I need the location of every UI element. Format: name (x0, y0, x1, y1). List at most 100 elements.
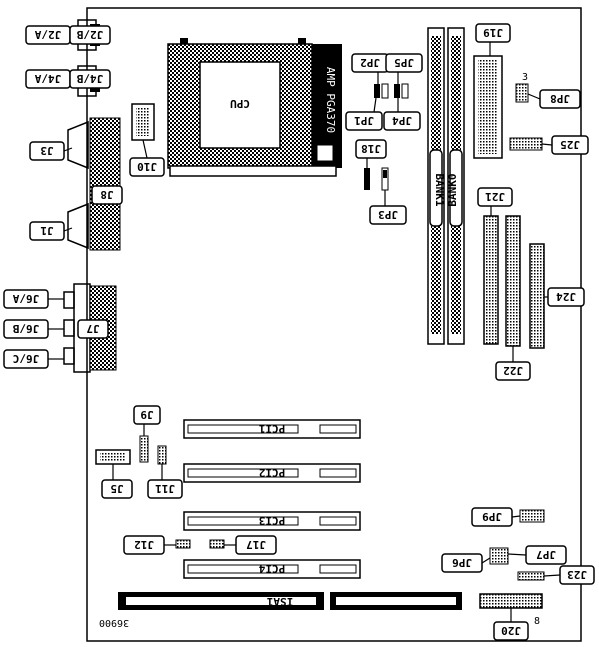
callout-jp1: JP1 (345, 97, 383, 131)
callout-label-j1: J1 (40, 224, 54, 237)
callout-leader-j23 (543, 574, 561, 577)
board-outline (86, 7, 582, 642)
callout-label-j18: J18 (361, 142, 381, 155)
callout-label-jp5: JP5 (394, 56, 414, 69)
j17-header (209, 539, 225, 549)
callout-label-jp6: JP6 (452, 556, 472, 569)
j11-header (157, 445, 167, 465)
j12-header (175, 539, 191, 549)
callout-j6a: J6/A (3, 289, 64, 309)
j21-header (483, 215, 499, 345)
callout-label-j7: J7 (86, 322, 99, 335)
callout-label-j4b: J4/B (76, 72, 103, 85)
jp8-pin-label: 3 (522, 72, 528, 83)
j5-header (95, 449, 131, 465)
callout-label-jp4: JP4 (392, 114, 412, 127)
callout-leader-jp8 (527, 93, 541, 100)
callout-j4a: J4/A (25, 69, 78, 89)
callout-leader-jp9 (511, 515, 521, 518)
callout-label-j6c: J6/C (13, 352, 40, 365)
bank0-label: BANK0 (446, 173, 459, 206)
callout-jp9: JP9 (471, 507, 521, 527)
callout-jp8: JP8 (527, 89, 581, 109)
pci4-label: PCI4 (258, 562, 285, 575)
callout-j12: J12 (123, 535, 176, 555)
pci1-label: PCI1 (258, 422, 285, 435)
callout-jp4: JP4 (383, 98, 421, 131)
callout-j6b: J6/B (3, 319, 64, 339)
callout-j9: J9 (133, 405, 161, 436)
callout-label-j23: J23 (567, 568, 587, 581)
callout-leader-j25 (541, 143, 553, 146)
j20-header (479, 593, 543, 609)
isa-slot (118, 592, 462, 610)
j20-pin-label: 8 (534, 616, 540, 627)
jp9-header (519, 509, 545, 523)
pci2-label: PCI2 (259, 466, 286, 479)
callout-j11: J11 (147, 464, 183, 499)
pci-slot-3 (183, 511, 361, 531)
j10-header (131, 103, 155, 141)
jp-cluster (374, 83, 409, 99)
callout-j4b: J4/B (69, 69, 111, 89)
callout-j3: J3 (29, 141, 73, 161)
callout-j10: J10 (129, 139, 165, 177)
callout-label-j2a: J2/A (34, 28, 61, 41)
callout-label-j19: J19 (483, 26, 503, 39)
bank1-label: BANK1 (433, 173, 446, 206)
callout-label-jp2: JP2 (360, 56, 380, 69)
callout-leader-j1 (63, 227, 73, 232)
cpu-label: CPU (230, 97, 250, 110)
callout-leader-j3 (63, 147, 73, 152)
callout-label-j6b: J6/B (12, 322, 39, 335)
callout-leader-jp7 (507, 553, 527, 556)
callout-leader-jp1 (373, 97, 377, 113)
callout-j7: J7 (77, 319, 109, 339)
callout-j5: J5 (101, 464, 133, 499)
callout-label-j5: J5 (110, 482, 123, 495)
j18-jp3-header (364, 167, 389, 191)
callout-j1: J1 (29, 221, 73, 241)
callout-label-j9: J9 (140, 408, 153, 421)
callout-leader-jp6 (481, 557, 491, 564)
callout-label-jp3: JP3 (378, 208, 398, 221)
callout-jp6: JP6 (441, 553, 491, 573)
dimm-bank0 (447, 27, 465, 345)
j8-connector (67, 117, 121, 251)
jp6-jp7-header (489, 547, 509, 565)
callout-j18: J18 (355, 139, 387, 168)
callout-label-j2b: J2/B (76, 28, 103, 41)
callout-j19: J19 (475, 23, 511, 56)
callout-label-jp9: JP9 (482, 510, 502, 523)
dimm-bank1 (427, 27, 445, 345)
callout-j17: J17 (224, 535, 277, 555)
callout-label-jp8: JP8 (550, 92, 570, 105)
socket-side-label: AMP PGA370 (324, 67, 337, 133)
callout-j20: J20 (493, 608, 529, 641)
callout-label-j25: J25 (560, 138, 580, 151)
callout-j21: J21 (477, 187, 513, 216)
pci-slot-4 (183, 559, 361, 579)
callout-leader-j10 (142, 139, 148, 159)
callout-label-j10: J10 (137, 160, 157, 173)
callout-j25: J25 (541, 135, 589, 155)
callout-j6c: J6/C (3, 349, 64, 369)
j23-header (517, 571, 545, 581)
pci-slot-1 (183, 419, 361, 439)
isa1-label: ISA1 (266, 595, 293, 608)
callout-label-j3: J3 (40, 144, 53, 157)
pci-slot-2 (183, 463, 361, 483)
callout-label-j22: J22 (503, 364, 523, 377)
callout-label-j12: J12 (134, 538, 154, 551)
callout-label-j24: J24 (556, 290, 576, 303)
j9-header (139, 435, 149, 463)
callout-label-jp1: JP1 (354, 114, 374, 127)
callout-jp7: JP7 (507, 545, 567, 565)
callout-jp2: JP2 (351, 53, 389, 84)
callout-j24: J24 (544, 287, 585, 307)
callout-label-j17: J17 (246, 538, 266, 551)
board-id: 36900 (99, 617, 129, 628)
callout-j8: J8 (91, 185, 123, 205)
